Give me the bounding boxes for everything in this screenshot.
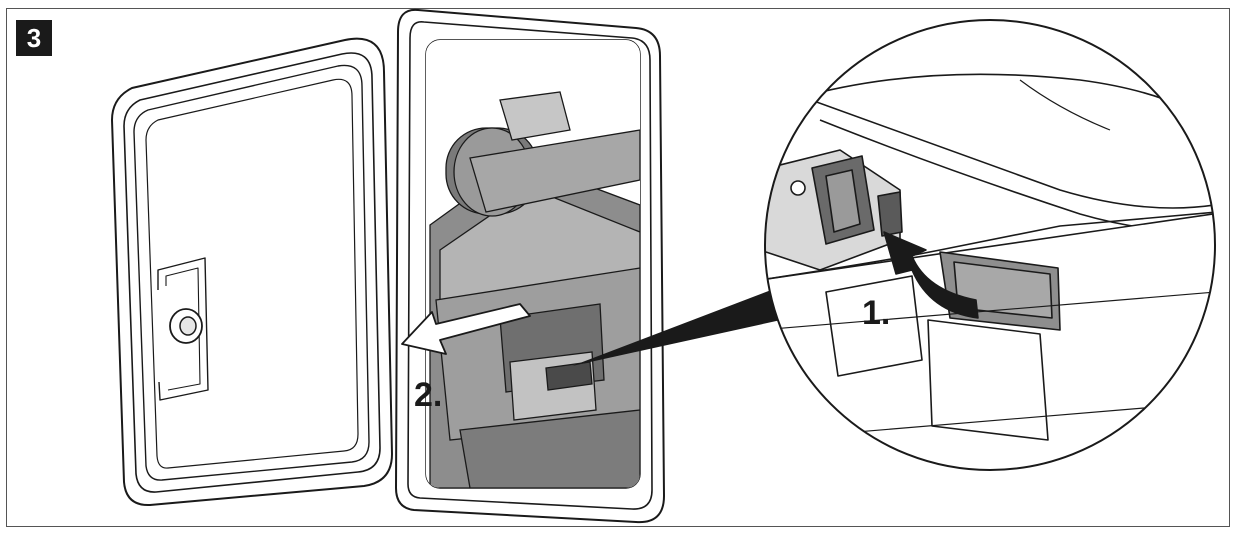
service-door (111, 37, 393, 507)
pull-direction-arrow (401, 303, 531, 355)
figure-frame (6, 8, 1230, 527)
cassette-tank (426, 40, 640, 488)
step-number-badge: 3 (16, 20, 52, 56)
magnified-detail (764, 19, 1216, 471)
step-label-pull: 2. (414, 376, 443, 414)
lift-direction-arrow (883, 231, 979, 319)
step-label-lift: 1. (862, 294, 891, 332)
callout-beam (572, 282, 792, 366)
